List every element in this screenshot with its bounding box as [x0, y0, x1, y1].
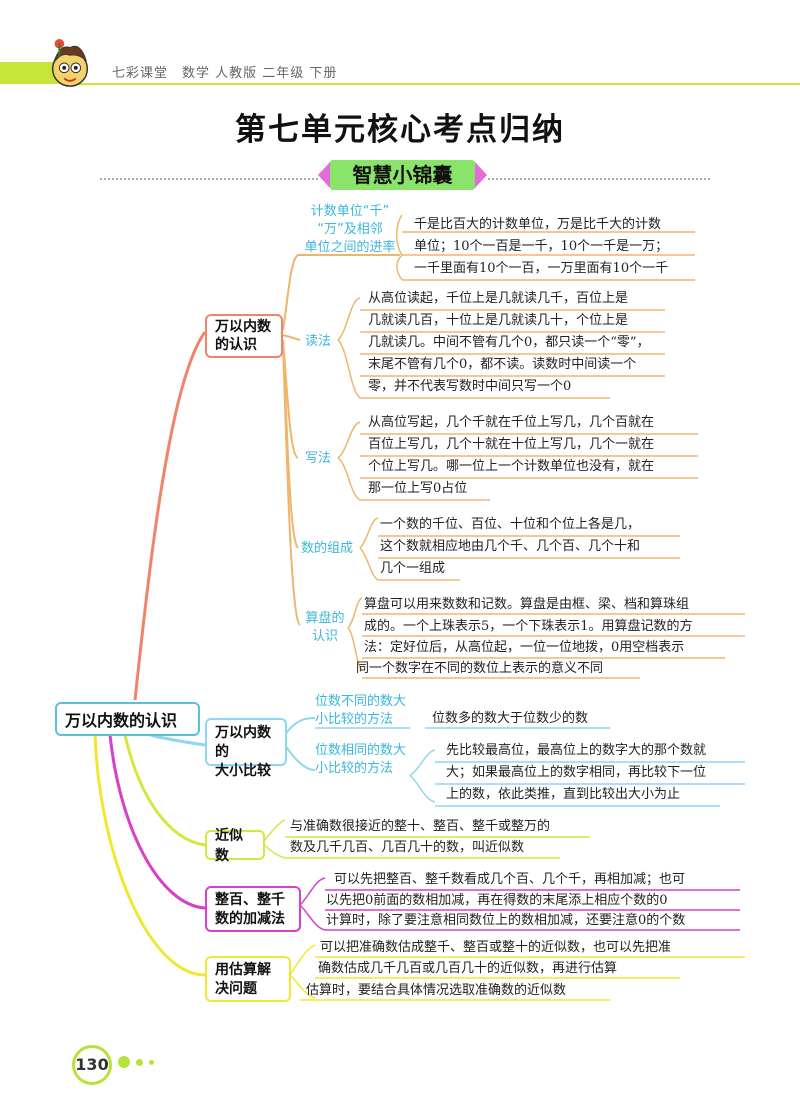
addsub-text-1: 可以先把整百、整千数看成几个百、几个千，再相加减；也可	[334, 872, 686, 887]
compose-text-2: 这个数就相应地由几个千、几个百、几个十和	[380, 539, 641, 554]
read-text-3: 几就读几。中间不管有几个0，都只读一个“零”，	[368, 335, 650, 350]
read-text-4: 末尾不管有几个0，都不读。读数时中间读一个	[368, 357, 637, 372]
estimate-text-1: 可以把准确数估成整千、整百或整十的近似数，也可以先把准	[320, 940, 672, 955]
section-number-recognition: 万以内数的认识	[205, 314, 283, 358]
header-rule	[70, 83, 800, 85]
section-compare: 万以内数的 大小比较	[205, 718, 287, 779]
sub-label-diff-digits: 位数不同的数大 小比较的方法	[315, 694, 407, 727]
abacus-text-3: 法：定好位后，从高位起，一位一位地拨，0用空档表示	[364, 640, 685, 655]
sub-label-counting-unit: 计数单位“千” “万”及相邻 单位之间的进率	[304, 204, 396, 255]
sub-label-write: 写法	[304, 451, 331, 466]
diff-text-1: 位数多的数大于位数少的数	[432, 711, 589, 726]
write-text-4: 那一位上写0占位	[368, 481, 468, 496]
write-text-3: 个位上写几。哪一位上一个计数单位也没有，就在	[368, 459, 655, 474]
sub-label-read: 读法	[304, 334, 331, 349]
banner-left-ribbon	[318, 162, 330, 188]
read-text-2: 几就读几百，十位上是几就读几十，个位上是	[368, 313, 629, 328]
same-text-3: 上的数，依此类推，直到比较出大小为止	[446, 787, 681, 802]
page-title: 第七单元核心考点归纳	[235, 112, 565, 148]
divider-left	[100, 178, 318, 180]
compose-text-3: 几个一组成	[380, 561, 446, 576]
unit-text-2: 单位；10个一百是一千，10个一千是一万；	[414, 239, 669, 254]
addsub-text-3: 计算时，除了要注意相同数位上的数相加减，还要注意0的个数	[326, 913, 686, 928]
approx-text-1: 与准确数很接近的整十、整百、整千或整万的	[290, 819, 551, 834]
compose-text-1: 一个数的千位、百位、十位和个位上各是几，	[380, 517, 641, 532]
section-approx: 近似数	[205, 828, 265, 864]
same-text-2: 大；如果最高位上的数字相同，再比较下一位	[446, 765, 707, 780]
page-dot-medium	[136, 1059, 143, 1066]
sub-label-same-digits: 位数相同的数大 小比较的方法	[315, 743, 407, 776]
section-estimate: 用估算解 决问题	[205, 956, 291, 1002]
unit-text-1: 千是比百大的计数单位，万是比千大的计数	[414, 217, 662, 232]
read-text-5: 零，并不代表写数时中间只写一个0	[368, 379, 572, 394]
abacus-text-4: 同一个数字在不同的数位上表示的意义不同	[356, 661, 604, 676]
banner-title: 智慧小锦囊	[330, 160, 475, 190]
abacus-text-2: 成的。一个上珠表示5，一个下珠表示1。用算盘记数的方	[364, 619, 693, 634]
mascot-icon	[51, 38, 89, 87]
section-add-subtract: 整百、整千 数的加减法	[205, 886, 301, 932]
estimate-text-3: 估算时，要结合具体情况选取准确数的近似数	[306, 983, 567, 998]
approx-text-2: 数及几千几百、几百几十的数，叫近似数	[290, 840, 525, 855]
sub-label-abacus: 算盘的 认识	[305, 611, 345, 644]
page-number: 130	[72, 1045, 112, 1085]
book-info: 七彩课堂 数学 人教版 二年级 下册	[112, 66, 338, 81]
section-label: 万以内数的认识	[215, 319, 271, 353]
banner-right-ribbon	[475, 162, 487, 188]
page-dot-small	[149, 1060, 154, 1065]
root-node: 万以内数的认识	[55, 702, 200, 736]
abacus-text-1: 算盘可以用来数数和记数。算盘是由框、梁、档和算珠组	[364, 597, 690, 612]
addsub-text-2: 以先把0前面的数相加减，再在得数的末尾添上相应个数的0	[326, 893, 668, 908]
sub-label-composition: 数的组成	[300, 541, 353, 556]
write-text-2: 百位上写几，几个十就在十位上写几，几个一就在	[368, 437, 655, 452]
root-label: 万以内数的认识	[65, 711, 178, 730]
write-text-1: 从高位写起，几个千就在千位上写几，几个百就在	[368, 415, 655, 430]
estimate-text-2: 确数估成几千几百或几百几十的近似数，再进行估算	[318, 961, 618, 976]
read-text-1: 从高位读起，千位上是几就读几千，百位上是	[368, 291, 629, 306]
divider-right	[488, 178, 710, 180]
page-dot-large	[118, 1056, 130, 1068]
same-text-1: 先比较最高位，最高位上的数字大的那个数就	[446, 743, 707, 758]
unit-text-3: 一千里面有10个一百，一万里面有10个一千	[414, 261, 669, 276]
